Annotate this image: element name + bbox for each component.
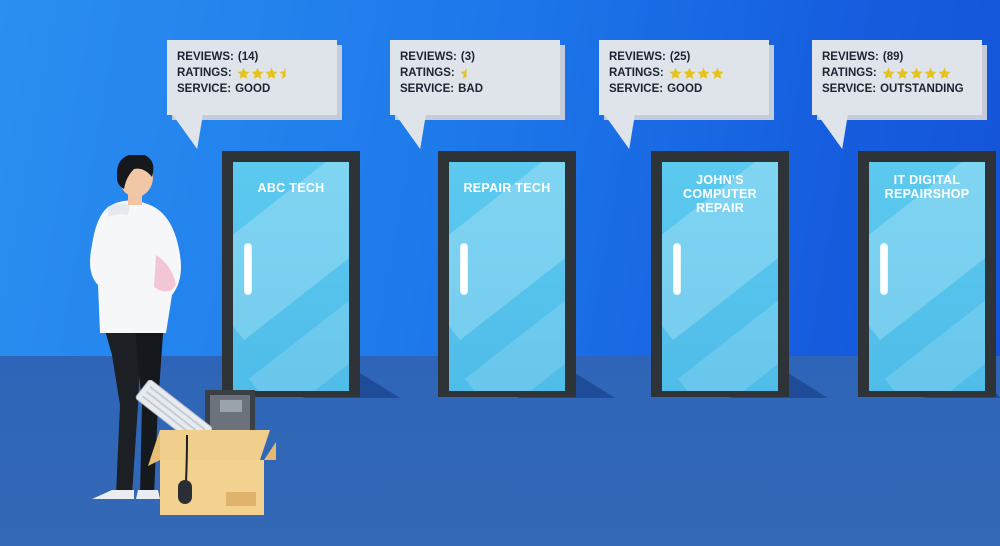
- door-glass: [449, 162, 565, 391]
- shop-name: REPAIR TECH: [463, 181, 551, 195]
- computer-case-detail: [220, 400, 242, 412]
- door-handle[interactable]: [244, 243, 252, 295]
- reviews-value: (25): [669, 51, 691, 63]
- star-icon: [938, 67, 951, 79]
- service-value: BAD: [458, 83, 484, 95]
- star-rating: [882, 67, 952, 80]
- ratings-label: RATINGS:: [400, 67, 455, 79]
- reviews-value: (89): [882, 51, 904, 63]
- ratings-label: RATINGS:: [822, 67, 877, 79]
- box-flap-left: [148, 430, 160, 466]
- arm-shading: [154, 255, 176, 292]
- bubble-tail: [817, 115, 861, 149]
- box-label: [226, 492, 256, 506]
- door-glass: [662, 162, 778, 391]
- half-star-icon: [460, 67, 467, 79]
- door-johns-computer-repair[interactable]: JOHN'S COMPUTER REPAIR: [651, 151, 789, 397]
- star-icon: [896, 67, 909, 79]
- service-value: OUTSTANDING: [880, 83, 964, 95]
- service-label: SERVICE:: [822, 83, 877, 95]
- mouse-cable: [185, 434, 188, 483]
- service-value: GOOD: [235, 83, 271, 95]
- star-icon: [882, 67, 895, 79]
- star-rating: [669, 67, 725, 80]
- service-label: SERVICE:: [400, 83, 455, 95]
- service-label: SERVICE:: [609, 83, 664, 95]
- door-abc-tech[interactable]: ABC TECH: [222, 151, 360, 397]
- star-icon: [697, 67, 710, 79]
- collar: [108, 203, 130, 217]
- shop-name: IT DIGITAL REPAIRSHOP: [884, 173, 970, 201]
- reviews-label: REVIEWS:: [177, 51, 234, 63]
- person-illustration: [90, 155, 181, 499]
- star-rating: [460, 67, 474, 80]
- shoe: [92, 490, 134, 499]
- person-legs: [102, 320, 142, 495]
- star-icon: [237, 67, 250, 79]
- mouse: [178, 480, 192, 504]
- reviews-label: REVIEWS:: [400, 51, 457, 63]
- reviews-value: (3): [460, 51, 475, 63]
- shop-name: ABC TECH: [257, 181, 325, 195]
- service-value: GOOD: [667, 83, 703, 95]
- reviews-label: REVIEWS:: [609, 51, 666, 63]
- hair: [116, 155, 154, 189]
- door-handle[interactable]: [673, 243, 681, 295]
- door-repair-tech[interactable]: REPAIR TECH: [438, 151, 576, 397]
- shirt: [90, 200, 181, 333]
- door-glass: [233, 162, 349, 391]
- bubble-tail: [604, 115, 648, 149]
- box-flap: [150, 430, 270, 460]
- door-it-digital-repairshop[interactable]: IT DIGITAL REPAIRSHOP: [858, 151, 996, 397]
- star-rating: [237, 67, 293, 80]
- ratings-label: RATINGS:: [609, 67, 664, 79]
- service-label: SERVICE:: [177, 83, 232, 95]
- star-icon: [711, 67, 724, 79]
- cardboard-box: [160, 460, 264, 515]
- door-handle[interactable]: [460, 243, 468, 295]
- star-icon: [683, 67, 696, 79]
- shop-name: JOHN'S COMPUTER REPAIR: [683, 173, 757, 215]
- star-icon: [251, 67, 264, 79]
- star-icon: [669, 67, 682, 79]
- box-flap-right: [264, 442, 276, 460]
- door-handle[interactable]: [880, 243, 888, 295]
- star-icon: [910, 67, 923, 79]
- bubble-tail: [172, 115, 216, 149]
- reviews-label: REVIEWS:: [822, 51, 879, 63]
- shoe: [136, 490, 160, 499]
- half-star-icon: [279, 67, 286, 79]
- cardboard-box-illustration: [135, 380, 276, 515]
- star-icon: [265, 67, 278, 79]
- door-glass: [869, 162, 985, 391]
- ratings-label: RATINGS:: [177, 67, 232, 79]
- bubble-tail: [395, 115, 439, 149]
- reviews-value: (14): [237, 51, 259, 63]
- star-icon: [924, 67, 937, 79]
